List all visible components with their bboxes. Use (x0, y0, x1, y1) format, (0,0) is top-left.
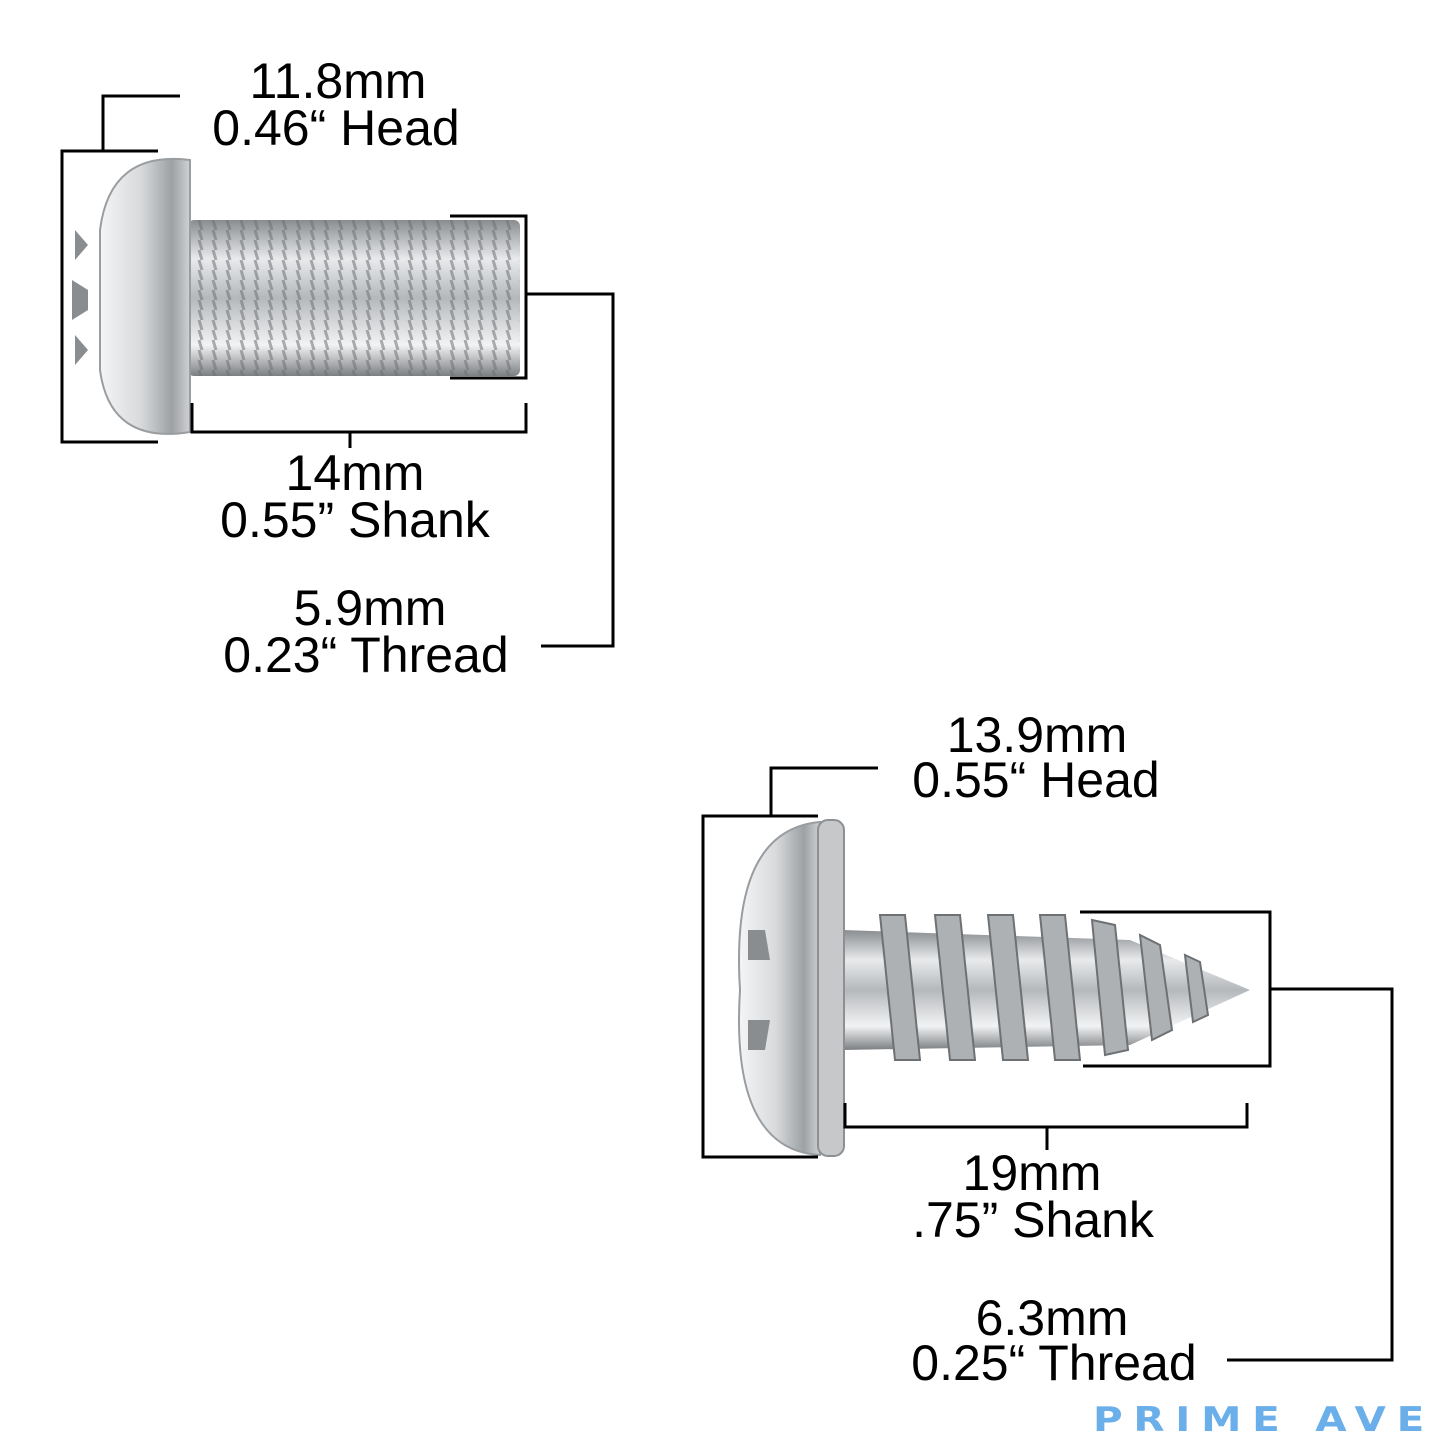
screw-1-thread-inch: 0.23“ Thread (223, 627, 508, 683)
screw-2-head-rim (817, 819, 845, 1157)
machine-screw-illustration (72, 157, 520, 435)
screw-2-dimension-lines (701, 766, 1394, 1362)
screw-1-dimension-lines (60, 94, 615, 648)
screw-1-head-mm: 11.8mm (250, 53, 427, 109)
screw-1-head (99, 157, 191, 435)
screw-2-thread-inch: 0.25“ Thread (911, 1335, 1196, 1391)
self-tapping-screw-illustration (738, 819, 1250, 1157)
screw-2-thread-mm: 6.3mm (976, 1290, 1129, 1346)
phillips-drive-icon (748, 930, 770, 1050)
screw-1-head-inch: 0.46“ Head (212, 100, 459, 156)
screw-2-head-inch: 0.55“ Head (912, 752, 1159, 808)
screw-1-shank-mm: 14mm (286, 445, 425, 501)
screw-1-shank-inch: 0.55” Shank (220, 492, 491, 548)
screw-1-threads (188, 220, 520, 376)
screw-1-thread-mm: 5.9mm (294, 580, 447, 636)
phillips-drive-icon (72, 230, 88, 365)
brand-logo: PRIME AVE (1093, 1400, 1435, 1440)
screw-2-threads (878, 914, 1210, 1061)
screw-2-head (738, 820, 821, 1157)
screw-2-shank-inch: .75” Shank (912, 1192, 1155, 1248)
screw-2-shank-mm: 19mm (963, 1145, 1102, 1201)
screw-2-head-mm: 13.9mm (947, 707, 1128, 763)
